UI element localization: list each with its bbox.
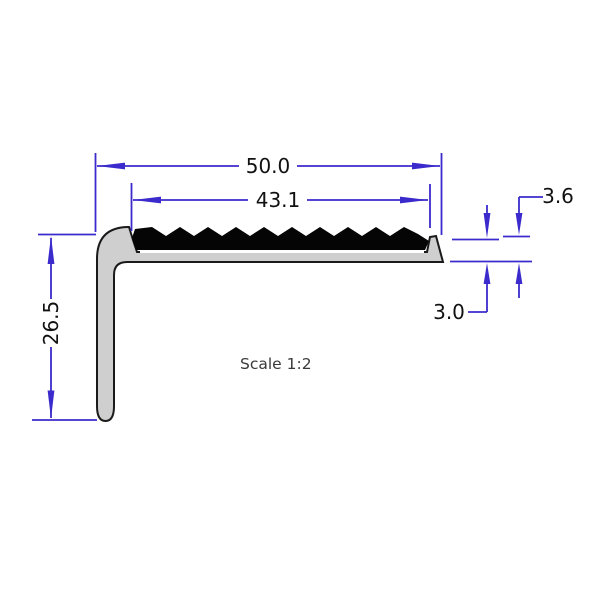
arrowhead-up-icon <box>483 263 491 284</box>
arrowhead-up-icon <box>47 236 55 264</box>
dimension-label-overall-width: 50.0 <box>246 154 291 178</box>
profile-shape <box>96 225 445 423</box>
arrowhead-right-icon <box>412 162 440 170</box>
arrowhead-right-icon <box>400 196 428 204</box>
insert-channel-gap <box>140 249 424 253</box>
arrowhead-down-icon <box>47 390 55 419</box>
dimension-nose-thickness: 3.6 <box>503 184 574 298</box>
profile-outline <box>96 225 445 423</box>
dimension-plate-thickness: 3.0 <box>433 205 532 324</box>
dimension-label-insert-width: 43.1 <box>256 188 301 212</box>
dimension-label-plate-thickness: 3.0 <box>433 300 465 324</box>
dimension-overall-width: 50.0 <box>94 153 443 235</box>
arrowhead-down-icon <box>483 213 491 238</box>
tread-insert <box>132 227 429 250</box>
dimension-leg-height: 26.5 <box>32 233 97 421</box>
scale-label: Scale 1:2 <box>240 355 312 373</box>
dimension-label-nose-thickness: 3.6 <box>542 184 574 208</box>
dimension-label-leg-height: 26.5 <box>39 301 63 346</box>
arrowhead-up-icon <box>515 263 523 284</box>
arrowhead-left-icon <box>97 162 125 170</box>
arrowhead-left-icon <box>133 196 161 204</box>
dimension-insert-width: 43.1 <box>130 183 431 231</box>
arrowhead-down-icon <box>515 213 523 235</box>
